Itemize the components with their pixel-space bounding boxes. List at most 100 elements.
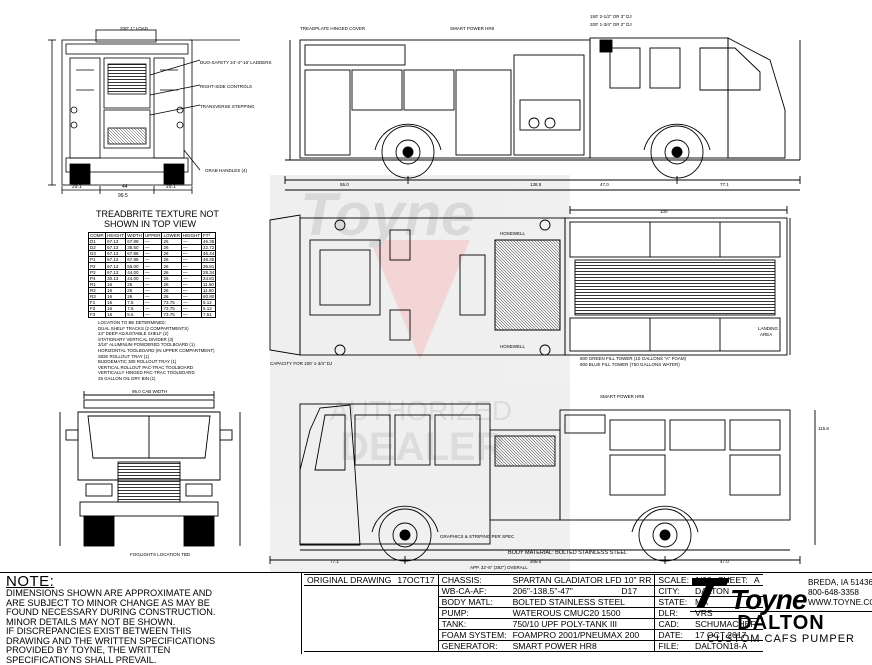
svg-text:99.5: 99.5 bbox=[118, 193, 128, 199]
brand-phone: 800-648-3358 bbox=[808, 588, 872, 598]
col-header: WIDTH bbox=[126, 233, 144, 239]
note-line: PROVIDED BY TOYNE, THE WRITTEN bbox=[6, 646, 295, 656]
tank-value: 750/10 UPF POLY-TANK III bbox=[510, 619, 655, 630]
compartment-cell: — bbox=[181, 312, 201, 318]
compartment-cell: 46.35 bbox=[201, 257, 215, 263]
note-line: SPECIFICATIONS SHALL PREVAIL. bbox=[6, 656, 295, 665]
svg-text:100: 100 bbox=[660, 209, 668, 214]
location-line: 25 GALLON OIL DRY BIN (1) bbox=[98, 376, 215, 382]
compartment-cell: F3 bbox=[89, 312, 106, 318]
col-header: HEIGHT bbox=[106, 233, 126, 239]
svg-text:29.1: 29.1 bbox=[72, 184, 82, 190]
state-label: STATE: bbox=[655, 597, 692, 608]
compartment-cell: 28.34 bbox=[201, 269, 215, 275]
svg-text:FOGLIGHTS LOCATION TBD: FOGLIGHTS LOCATION TBD bbox=[130, 552, 191, 557]
brand-city: BREDA, IA 51436 bbox=[808, 578, 872, 588]
svg-text:29.1: 29.1 bbox=[166, 184, 176, 190]
compartment-cell: 35.81 bbox=[201, 263, 215, 269]
wb-value: 206"-138.5"-47" bbox=[510, 586, 619, 597]
compartment-cell: 7.51 bbox=[201, 312, 215, 318]
svg-text:47.0: 47.0 bbox=[600, 182, 609, 187]
compartment-cell: 11.50 bbox=[201, 287, 215, 293]
toyne-logo-icon bbox=[692, 574, 732, 610]
compartment-cell: 24.81 bbox=[201, 275, 215, 281]
wb-extra: D17 bbox=[618, 586, 655, 597]
location-line: HORIZONTAL TOOLBOARD (IN UPPER COMPARTME… bbox=[98, 348, 215, 354]
svg-text:115.8: 115.8 bbox=[818, 426, 829, 431]
treadbrite-line2: SHOWN IN TOP VIEW bbox=[96, 219, 219, 229]
brand-address: BREDA, IA 51436 800-648-3358 WWW.TOYNE.C… bbox=[808, 578, 872, 608]
svg-text:200" 1" LOAD: 200" 1" LOAD bbox=[120, 26, 149, 31]
compartment-cell: 5.5 bbox=[126, 312, 144, 318]
svg-text:206.0: 206.0 bbox=[530, 559, 542, 564]
svg-text:AUTHORIZED: AUTHORIZED bbox=[330, 395, 512, 426]
svg-text:HOSEWELL: HOSEWELL bbox=[500, 344, 526, 349]
col-header: UPPER bbox=[143, 233, 162, 239]
gen-label: GENERATOR: bbox=[438, 641, 509, 652]
scale-label: SCALE: bbox=[655, 575, 692, 586]
note-box: NOTE: DIMENSIONS SHOWN ARE APPROXIMATE A… bbox=[0, 572, 302, 654]
svg-text:GRAPHICS & STRIPING PER SPEC: GRAPHICS & STRIPING PER SPEC bbox=[440, 534, 515, 539]
front-view bbox=[60, 391, 240, 546]
compartment-cell: 46.44 bbox=[201, 251, 215, 257]
svg-text:CAPACITY FOR 100' 1-3/4" DJ: CAPACITY FOR 100' 1-3/4" DJ bbox=[270, 361, 332, 366]
customer-name: DALTON bbox=[690, 611, 872, 635]
side-view-driver bbox=[285, 38, 800, 190]
compartment-cell: 11.50 bbox=[201, 281, 215, 287]
treadbrite-line1: TREADBRITE TEXTURE NOT bbox=[96, 209, 219, 219]
svg-text:600 GREEN FILL TOWER (10 GALLO: 600 GREEN FILL TOWER (10 GALLONS "A" FOA… bbox=[580, 356, 687, 361]
svg-text:600 BLUE FILL TOWER (750 GALLO: 600 BLUE FILL TOWER (750 GALLONS WATER) bbox=[580, 362, 680, 367]
pump-label: PUMP: bbox=[438, 608, 509, 619]
svg-text:44: 44 bbox=[122, 184, 128, 190]
tank-label: TANK: bbox=[438, 619, 509, 630]
note-heading: NOTE: bbox=[6, 574, 295, 589]
svg-text:200' 1-3/4" OR 2" DJ: 200' 1-3/4" OR 2" DJ bbox=[590, 22, 632, 27]
svg-text:TRANSVERSE STEPPING: TRANSVERSE STEPPING bbox=[200, 104, 255, 109]
svg-text:150' 2-1/2" OR 3" DJ: 150' 2-1/2" OR 3" DJ bbox=[590, 14, 632, 19]
compartment-table: COMP. HEIGHT WIDTH UPPER LOWER HEIGHT FT… bbox=[88, 232, 216, 318]
body-label: BODY MATL: bbox=[438, 597, 509, 608]
location-notes: LOCATION TO BE DETERMINED: DUAL SHELF TR… bbox=[98, 320, 215, 382]
original-drawing-value: 17OCT17 bbox=[394, 575, 438, 586]
svg-text:APP. 32'-8" (392") OVERALL: APP. 32'-8" (392") OVERALL bbox=[470, 565, 528, 570]
col-header: LOWER bbox=[162, 233, 182, 239]
foam-label: FOAM SYSTEM: bbox=[438, 630, 509, 641]
col-header: HEIGHT bbox=[181, 233, 201, 239]
svg-text:SMART POWER HR8: SMART POWER HR8 bbox=[450, 26, 495, 31]
compartment-cell: 22.72 bbox=[201, 245, 215, 251]
col-header: COMP. bbox=[89, 233, 106, 239]
date-label: DATE: bbox=[655, 630, 692, 641]
svg-text:55.0: 55.0 bbox=[340, 182, 349, 187]
cad-label: CAD: bbox=[655, 619, 692, 630]
svg-text:HOSEWELL: HOSEWELL bbox=[500, 231, 526, 236]
svg-text:LANDING: LANDING bbox=[758, 326, 779, 331]
gen-value: SMART POWER HR8 bbox=[510, 641, 655, 652]
foam-value: FOAMPRO 2001/PNEUMAX 200 bbox=[510, 630, 655, 641]
body-value: BOLTED STAINLESS STEEL bbox=[510, 597, 655, 608]
svg-text:Toyne: Toyne bbox=[300, 181, 474, 248]
brand-web: WWW.TOYNE.COM bbox=[808, 598, 872, 608]
compartment-cell: — bbox=[143, 312, 162, 318]
chassis-value: SPARTAN GLADIATOR LFD 10" RR bbox=[510, 575, 655, 586]
svg-text:GRAB HANDLES (4): GRAB HANDLES (4) bbox=[205, 168, 248, 173]
compartment-cell: 60.80 bbox=[201, 293, 215, 299]
svg-text:BODY MATERIAL: BOLTED STAINLES: BODY MATERIAL: BOLTED STAINLESS STEEL bbox=[508, 550, 627, 556]
svg-text:47.0: 47.0 bbox=[720, 559, 729, 564]
chassis-label: CHASSIS: bbox=[438, 575, 509, 586]
svg-text:77.1: 77.1 bbox=[330, 559, 339, 564]
svg-text:DUO-SAFETY 24'-4"-16' LADDERS: DUO-SAFETY 24'-4"-16' LADDERS bbox=[200, 60, 272, 65]
compartment-table-header: COMP. HEIGHT WIDTH UPPER LOWER HEIGHT FT… bbox=[89, 233, 216, 239]
treadbrite-note: TREADBRITE TEXTURE NOT SHOWN IN TOP VIEW bbox=[96, 209, 219, 229]
dlr-label: DLR: bbox=[655, 608, 692, 619]
svg-text:RIGHT-SIDE CONTROLS: RIGHT-SIDE CONTROLS bbox=[200, 84, 252, 89]
svg-text:TREADPLATE HINGED COVER: TREADPLATE HINGED COVER bbox=[300, 26, 366, 31]
wb-label: WB-CA-AF: bbox=[438, 586, 509, 597]
svg-text:138.5: 138.5 bbox=[530, 182, 542, 187]
drawing-subtitle: CUSTOM CAFS PUMPER bbox=[690, 633, 872, 645]
original-drawing-label: ORIGINAL DRAWING bbox=[304, 575, 394, 586]
file-label: FILE: bbox=[655, 641, 692, 652]
svg-text:SMART POWER HR8: SMART POWER HR8 bbox=[600, 394, 645, 399]
svg-text:AREA: AREA bbox=[760, 332, 772, 337]
svg-text:77.1: 77.1 bbox=[720, 182, 729, 187]
